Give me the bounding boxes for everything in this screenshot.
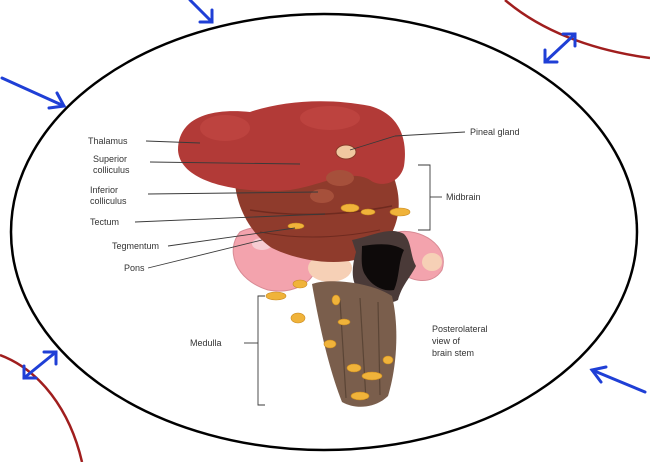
arrow-icon-right [592,367,645,392]
label-superior-colliculus-2: colliculus [93,165,130,175]
label-thalamus: Thalamus [88,136,128,146]
label-inferior-colliculus-2: colliculus [90,196,127,206]
label-pons: Pons [124,263,145,273]
view-caption-3: brain stem [432,348,474,358]
view-caption-1: Posterolateral [432,324,488,334]
double-arrow-icon-top-right [545,34,575,62]
thalamus-shape [178,101,405,191]
label-midbrain: Midbrain [446,192,481,202]
label-medulla: Medulla [190,338,222,348]
arrow-icon-top [190,0,212,22]
label-superior-colliculus-1: Superior [93,154,127,164]
pineal-gland-shape [336,145,356,159]
outer-arc-top-right [505,0,650,58]
label-pineal-gland: Pineal gland [470,127,520,137]
arrow-icon-left [2,78,64,108]
double-arrow-icon-bottom-left [24,352,56,378]
label-inferior-colliculus-1: Inferior [90,185,118,195]
view-caption-2: view of [432,336,461,346]
label-tegmentum: Tegmentum [112,241,159,251]
outer-arc-bottom-left [0,355,82,462]
label-tectum: Tectum [90,217,119,227]
